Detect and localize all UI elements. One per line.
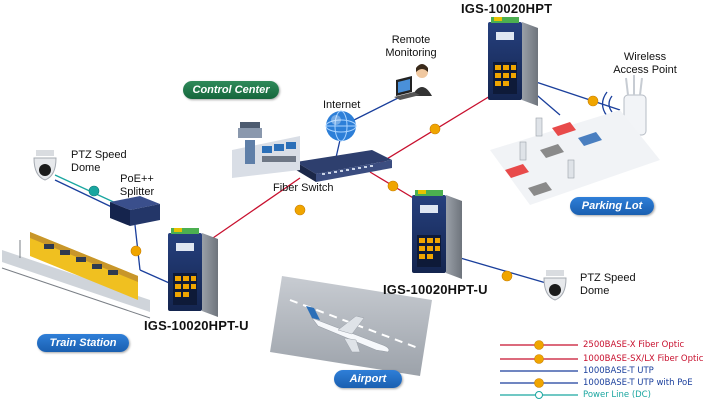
ptz-camera-top-icon — [33, 150, 57, 181]
model-label-middle: IGS-10020HPT-U — [383, 282, 488, 297]
poe-splitter-device — [110, 196, 160, 226]
legend-label-1000-utp: 1000BASE-T UTP — [583, 366, 654, 376]
poe-ap — [529, 79, 621, 111]
fiber-switch-device — [296, 150, 392, 182]
legend-label-1000-poe: 1000BASE-T UTP with PoE — [583, 378, 693, 388]
ptz-dome-bottom-label: PTZ Speed Dome — [580, 272, 636, 297]
parking-lot-scene — [490, 110, 660, 205]
badge-poe-splitter — [130, 245, 142, 257]
fiber-link-left — [209, 177, 301, 241]
model-label-left: IGS-10020HPT-U — [144, 318, 249, 333]
airport-scene — [270, 276, 432, 376]
igs-switch-left — [168, 228, 218, 317]
parking-lot-badge[interactable]: Parking Lot — [570, 197, 654, 215]
poe-ptz-bottom — [449, 254, 554, 286]
badge-2500-mid — [387, 180, 399, 192]
line-badges — [88, 95, 599, 282]
legend-lines — [500, 340, 578, 399]
control-center-badge[interactable]: Control Center — [183, 81, 279, 99]
badge-2500-left — [294, 204, 306, 216]
legend-label-1000-fiber: 1000BASE-SX/LX Fiber Optic — [583, 354, 703, 364]
igs-switch-top — [488, 17, 538, 106]
badge-poe-ap — [587, 95, 599, 107]
utp-remote — [349, 97, 399, 123]
legend-label-2500: 2500BASE-X Fiber Optic — [583, 340, 685, 350]
wireless-ap-label: Wireless Access Point — [613, 51, 677, 76]
train-scene — [1, 232, 151, 319]
airport-badge[interactable]: Airport — [334, 370, 402, 388]
legend-label-power: Power Line (DC) — [583, 390, 651, 400]
remote-monitoring-label: Remote Monitoring — [385, 34, 437, 59]
badge-poe-ptz — [501, 270, 513, 282]
badge-dc — [88, 185, 100, 197]
power-ptz-top — [54, 174, 121, 206]
model-label-top: IGS-10020HPT — [461, 1, 553, 16]
control-center-room — [232, 122, 300, 178]
train-station-badge[interactable]: Train Station — [37, 334, 129, 352]
remote-monitoring-laptop-icon — [394, 64, 432, 100]
airplane-icon — [306, 306, 390, 353]
fiber-switch-label: Fiber Switch — [273, 182, 334, 194]
ptz-dome-top-label: PTZ Speed Dome — [71, 149, 127, 174]
ptz-camera-bottom-icon — [543, 270, 567, 301]
internet-label: Internet — [323, 99, 361, 111]
utp-ptz-top — [54, 179, 119, 211]
igs-switch-middle — [412, 190, 462, 279]
poe-splitter-label: PoE++ Splitter — [119, 173, 155, 198]
badge-2500-top — [429, 123, 441, 135]
internet-globe-icon — [325, 110, 357, 142]
